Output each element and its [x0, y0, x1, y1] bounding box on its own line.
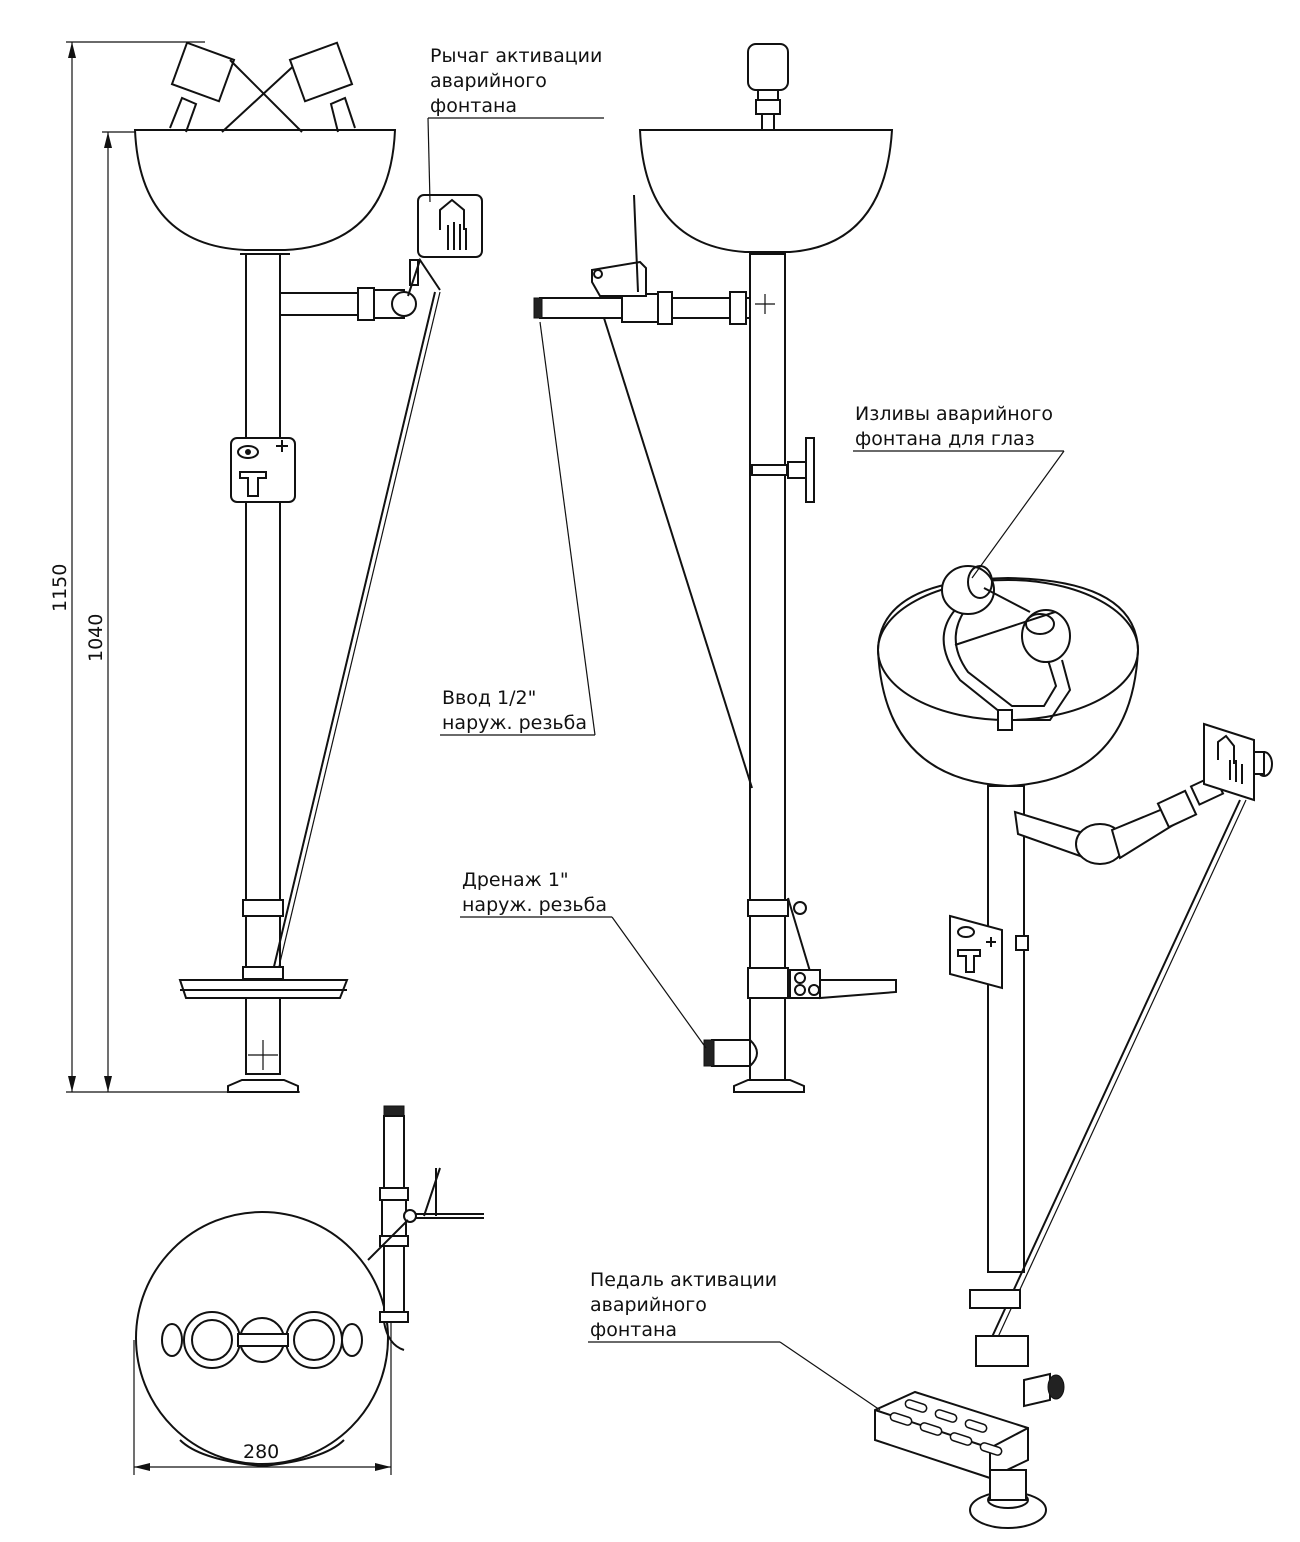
label-inlet-line2: наруж. резьба [442, 712, 587, 734]
label-pedal-line3: фонтана [590, 1319, 677, 1341]
label-pedal-line2: аварийного [590, 1294, 707, 1316]
pedal-front [819, 979, 897, 1000]
eye-outlets-iso [941, 565, 1072, 731]
bowl [133, 129, 397, 251]
eye-sign-iso [949, 914, 1029, 990]
label-lever-line1: Рычаг активации [430, 45, 602, 67]
label-outlets-line2: фонтана для глаз [855, 428, 1035, 450]
label-pedal-line1: Педаль активации [590, 1269, 777, 1291]
eye-nozzles-top [161, 1311, 363, 1369]
eye-nozzle-top [747, 43, 789, 91]
label-lever-line2: аварийного [430, 70, 547, 92]
dimension-height-1040: 1040 [85, 131, 135, 1092]
hand-sign-left [417, 194, 483, 258]
callout-inlet: Ввод 1/2" наруж. резьба [440, 321, 596, 736]
eye-nozzle-left [169, 41, 301, 133]
label-lever-line3: фонтана [430, 95, 517, 117]
base-front [733, 1079, 805, 1093]
side-view-left [133, 41, 483, 1093]
dimension-height-1150: 1150 [49, 41, 300, 1093]
pipe-front [749, 253, 786, 1085]
dimension-1150-label: 1150 [49, 564, 71, 612]
pedal-iso [874, 1390, 1029, 1480]
pipe [245, 253, 281, 1075]
dimension-1040-label: 1040 [85, 614, 107, 662]
label-outlets-line1: Изливы аварийного [855, 403, 1053, 425]
pipe-iso [987, 785, 1025, 1273]
base-left [227, 1079, 299, 1093]
eye-sign-left [230, 437, 296, 503]
bowl-iso [876, 576, 1140, 788]
callout-activation-lever: Рычаг активации аварийного фонтана [427, 45, 604, 203]
eye-nozzle-right [229, 41, 356, 133]
label-drain-line2: наруж. резьба [462, 894, 607, 916]
bowl-front [638, 129, 894, 253]
front-view-middle [533, 43, 897, 1093]
label-inlet-line1: Ввод 1/2" [442, 687, 536, 709]
callout-activation-pedal: Педаль активации аварийного фонтана [588, 1269, 881, 1411]
label-drain-line1: Дренаж 1" [462, 869, 569, 891]
isometric-view [874, 565, 1273, 1529]
callout-eye-outlets: Изливы аварийного фонтана для глаз [853, 403, 1065, 579]
hand-sign-iso [1203, 722, 1255, 802]
top-view: 280 [133, 1105, 484, 1475]
dimension-280-label: 280 [243, 1441, 279, 1463]
callout-drain: Дренаж 1" наруж. резьба [460, 869, 707, 1049]
